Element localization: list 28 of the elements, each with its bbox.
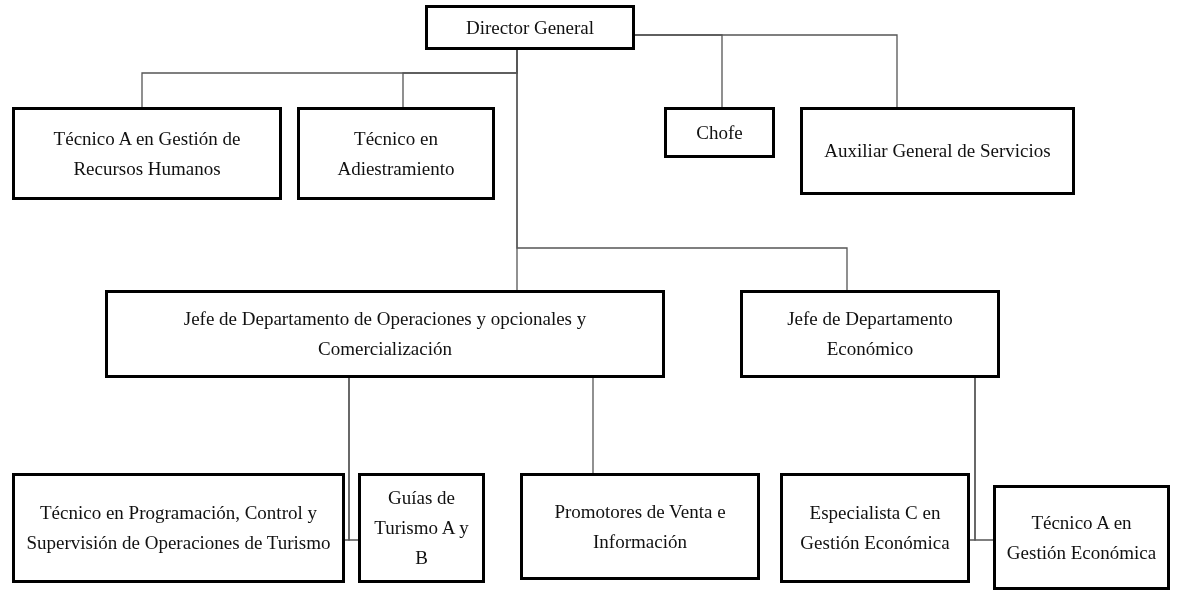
position-box [520, 473, 760, 580]
position-box [105, 290, 665, 378]
position-title: Especialista C en Gestión Económica [799, 501, 951, 555]
position-title: Jefe de Departamento de Operaciones y opcionales y Comercialización [182, 307, 588, 361]
position-box [800, 107, 1075, 195]
position-title: Chofe [696, 120, 743, 145]
connector-line [348, 377, 359, 541]
position-box [358, 473, 485, 583]
position-box [780, 473, 970, 583]
position-title: Director General [465, 15, 595, 40]
position-title: Jefe de Departamento Económico [786, 307, 954, 361]
position-box [12, 473, 345, 583]
position-title: Auxiliar General de Servicios [824, 139, 1051, 163]
position-title: Técnico A en Gestión Económica [1005, 510, 1158, 565]
position-title: Técnico en Programación, Control y Supervisión de Operaciones de Turismo [25, 501, 332, 555]
position-title: Promotores de Venta e Información [553, 499, 727, 554]
position-box [425, 5, 635, 50]
position-title: Guías de Turismo A y B [373, 486, 470, 570]
position-box [993, 485, 1170, 590]
connector-line [592, 377, 594, 474]
position-box [12, 107, 282, 200]
position-box [740, 290, 1000, 378]
position-box [297, 107, 495, 200]
connector-line [634, 34, 898, 108]
connector-line [974, 377, 994, 541]
position-title: Técnico A en Gestión de Recursos Humanos [52, 126, 242, 181]
position-title: Técnico en Adiestramiento [336, 126, 456, 181]
position-box [664, 107, 775, 158]
